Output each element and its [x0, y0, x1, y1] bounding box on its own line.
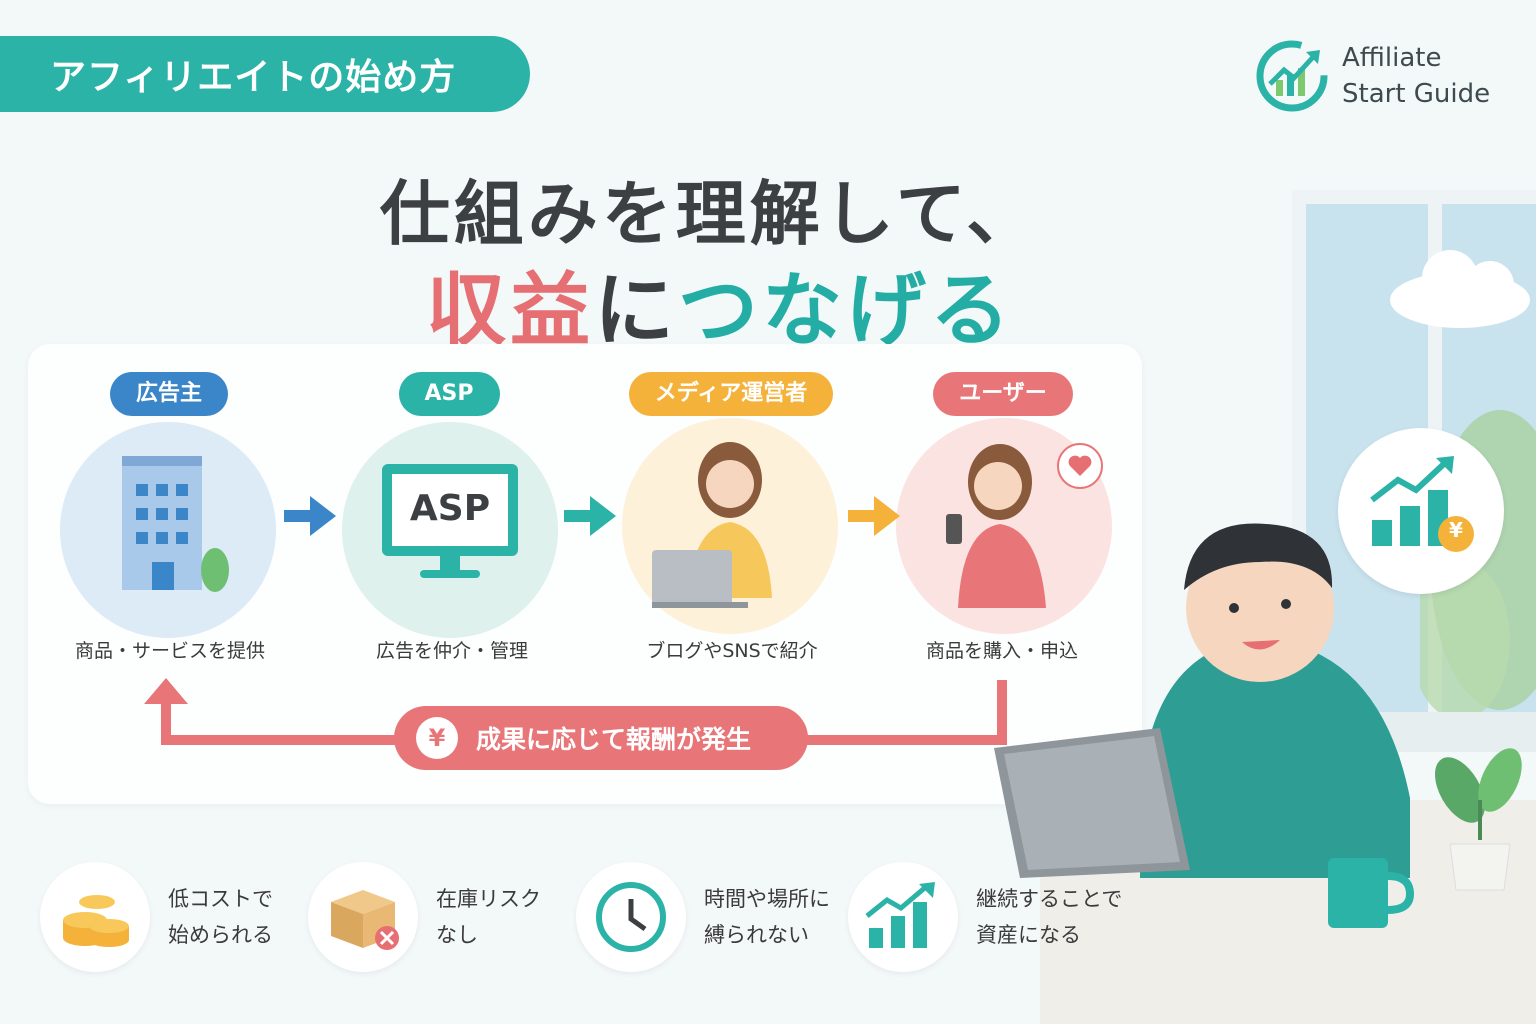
monitor-icon [382, 464, 518, 578]
media-circle [622, 418, 838, 634]
building-icon [122, 456, 229, 592]
asp-screen-text: ASP [409, 488, 491, 529]
asp-circle: ASP [342, 422, 558, 638]
benefit-line1: 在庫リスク [436, 887, 541, 911]
arrow-right-icon-2 [564, 496, 616, 536]
user-circle [896, 418, 1112, 634]
benefit-line2: なし [436, 923, 478, 947]
headline-teal: つなげる [678, 264, 1014, 357]
coins-icon [40, 862, 150, 972]
actor-advertiser-pill-wrap: 広告主 [54, 372, 284, 416]
yen-icon: ¥ [416, 717, 458, 759]
section-tag: アフィリエイトの始め方 [0, 36, 530, 112]
logo-text: Affiliate Start Guide [1342, 40, 1490, 112]
actor-media-desc: ブログやSNSで紹介 [646, 640, 818, 662]
headline-red: 収益 [426, 264, 594, 357]
plant-icon [1435, 748, 1522, 891]
actor-asp-pill-wrap: ASP [334, 372, 564, 416]
logo-line2: Start Guide [1342, 79, 1491, 109]
growth-chart-yen-icon [1370, 456, 1474, 552]
clock-icon [576, 862, 686, 972]
growth-bubble [1338, 428, 1504, 594]
actor-media-pill-wrap: メディア運営者 [616, 372, 846, 416]
benefit-no-stock: 在庫リスク なし [308, 862, 586, 972]
advertiser-circle [60, 422, 276, 638]
headline-line1: 仕組みを理解して、 [379, 173, 1041, 255]
arrow-right-icon-3 [848, 496, 900, 536]
reward-label: 成果に応じて報酬が発生 [476, 725, 752, 754]
logo-line1: Affiliate [1342, 43, 1442, 73]
blogger-icon [652, 442, 772, 608]
benefit-line1: 低コストで [168, 887, 273, 911]
benefit-asset: 継続することで 資産になる [848, 862, 1126, 972]
shopper-icon [946, 443, 1103, 608]
actor-user-label: ユーザー [933, 372, 1073, 416]
logo: Affiliate Start Guide [1254, 36, 1524, 116]
mug-icon [1328, 858, 1415, 928]
actor-user-pill-wrap: ユーザー [888, 372, 1118, 416]
benefit-text: 時間や場所に 縛られない [704, 881, 854, 953]
bubble-yen-symbol: ¥ [1449, 518, 1463, 542]
man-with-laptop-illustration [994, 523, 1410, 878]
actor-asp-desc: 広告を仲介・管理 [375, 640, 528, 662]
logo-icon [1256, 40, 1328, 112]
cloud-icon [1390, 250, 1530, 328]
actor-advertiser-label: 広告主 [109, 372, 228, 416]
benefit-line2: 縛られない [704, 923, 809, 947]
benefit-text: 継続することで 資産になる [976, 881, 1126, 953]
actor-user-desc: 商品を購入・申込 [925, 640, 1078, 662]
growth-chart-icon [848, 862, 958, 972]
actor-asp-label: ASP [398, 372, 500, 416]
actor-media-label: メディア運営者 [628, 372, 834, 416]
benefit-anywhere: 時間や場所に 縛られない [576, 862, 854, 972]
arrow-right-icon-1 [284, 496, 336, 536]
reward-pill: ¥ 成果に応じて報酬が発生 [394, 706, 808, 770]
benefit-line1: 時間や場所に [704, 887, 830, 911]
headline-line2: 収益につなげる [0, 246, 1440, 362]
benefit-text: 低コストで 始められる [168, 881, 318, 953]
benefit-line2: 始められる [168, 923, 273, 947]
actor-advertiser-desc: 商品・サービスを提供 [74, 640, 265, 662]
box-icon [308, 862, 418, 972]
benefit-line1: 継続することで [976, 887, 1123, 911]
benefit-text: 在庫リスク なし [436, 881, 586, 953]
benefit-line2: 資産になる [976, 923, 1081, 947]
headline-dark: に [594, 264, 678, 357]
benefit-low-cost: 低コストで 始められる [40, 862, 318, 972]
